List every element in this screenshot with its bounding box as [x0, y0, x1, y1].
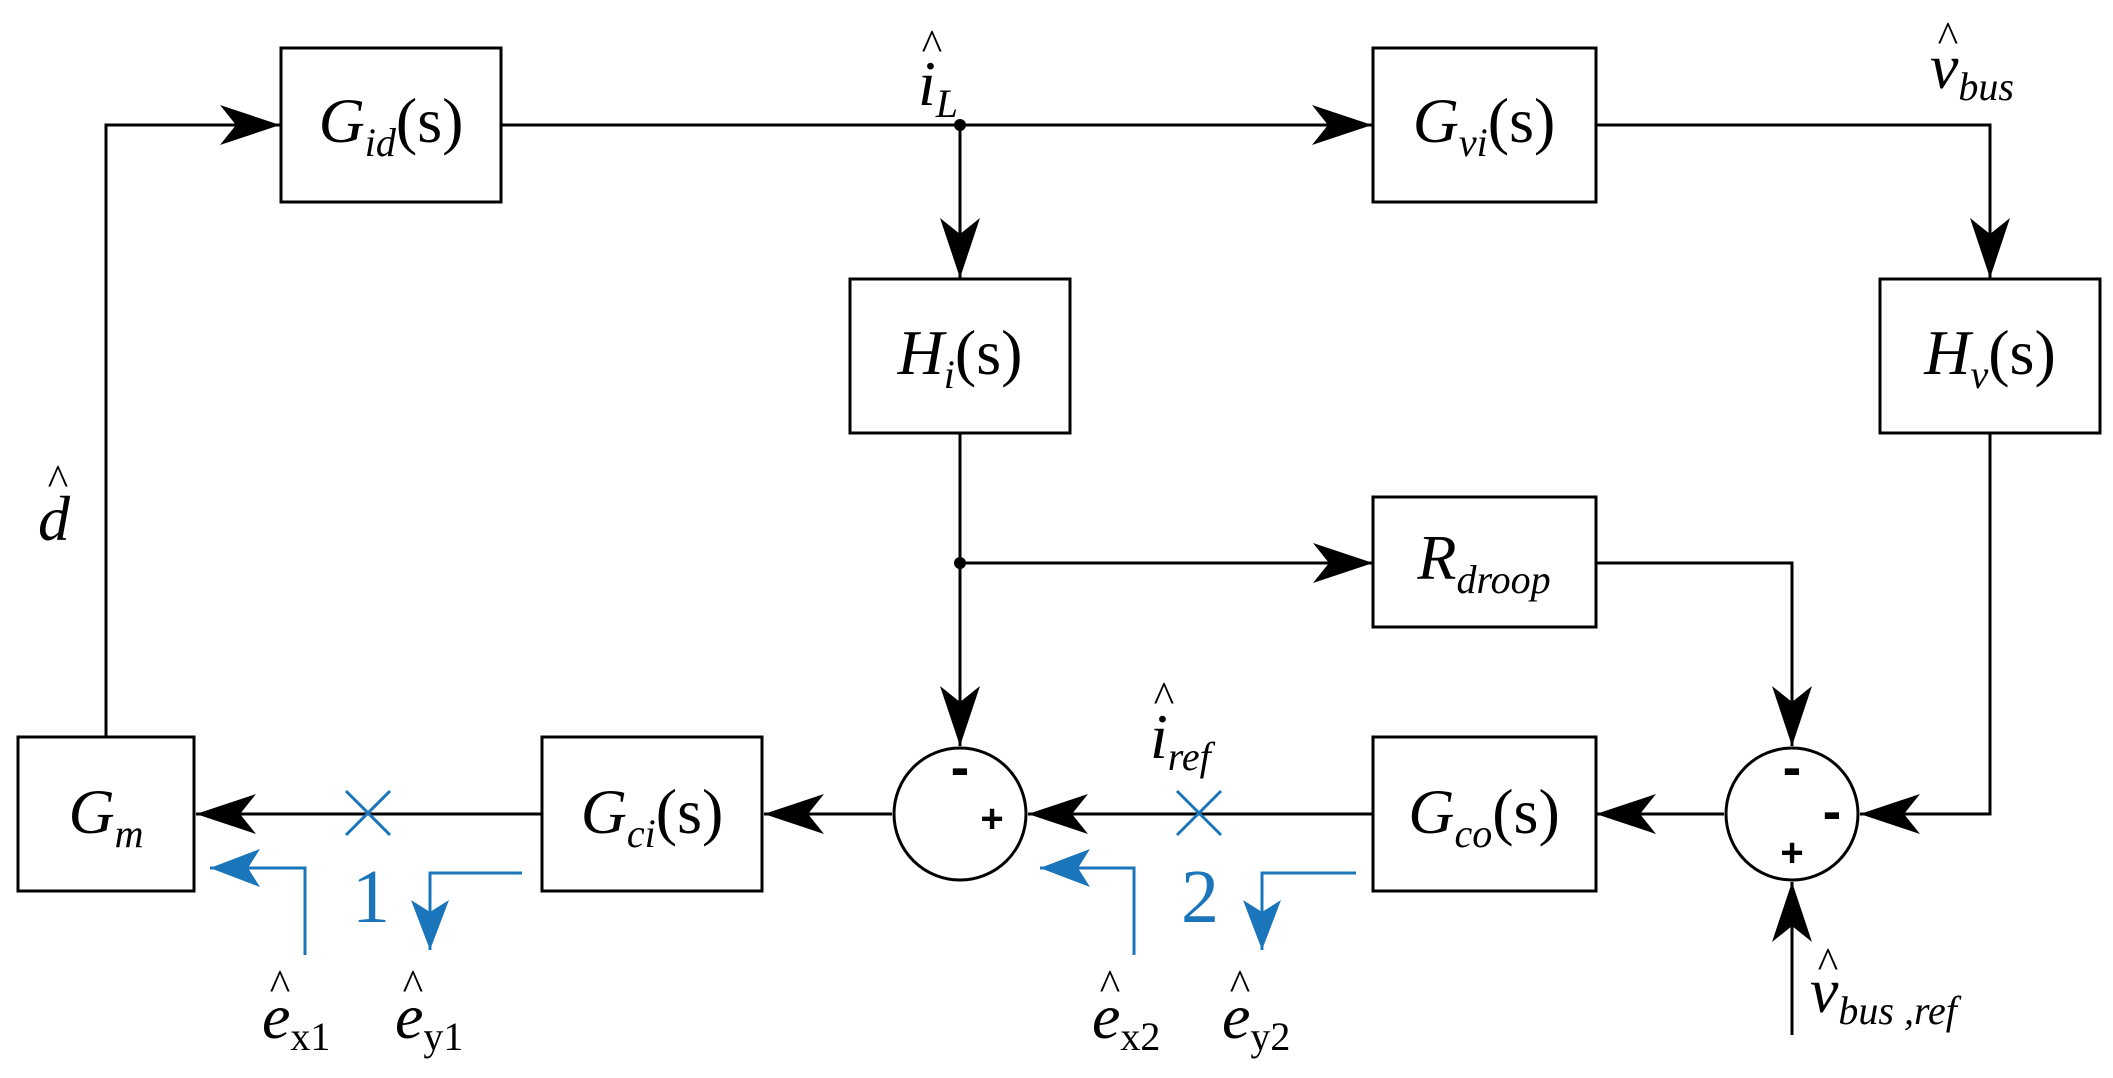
outer-minus-right-sign: -	[1823, 779, 1842, 842]
label-d: d	[38, 483, 71, 554]
gm-symbol: G	[68, 776, 114, 847]
outer-minus-top-sign: -	[1783, 735, 1802, 798]
signal-wires	[104, 105, 2010, 1035]
label-vbusref: vbus ,ref	[1810, 955, 1962, 1033]
svg-text:Gm: Gm	[68, 776, 143, 856]
gci-subscript: ci	[627, 811, 656, 856]
hv-symbol: H	[1923, 317, 1974, 388]
gvi-symbol: G	[1413, 85, 1459, 156]
branch-node-il	[954, 119, 966, 131]
gvi-subscript: vi	[1459, 120, 1488, 165]
wire-hv-to-junction	[1860, 433, 1992, 834]
wire-gm-to-gid	[104, 105, 280, 736]
hv-argument: (s)	[1988, 317, 2056, 388]
block-gvi: Gvi(s)	[1371, 46, 1598, 204]
break-point-1: 1	[210, 789, 522, 955]
block-hi: Hi(s)	[848, 277, 1072, 435]
hi-symbol: H	[897, 317, 948, 388]
label-il: iL	[918, 48, 958, 126]
break-number-1: 1	[352, 855, 390, 939]
hi-subscript: i	[944, 352, 955, 397]
inner-minus-sign: -	[951, 735, 970, 798]
label-ex1: ex1	[262, 981, 330, 1059]
hat-ey2: ^	[1230, 961, 1251, 1010]
break-cross-2	[1175, 789, 1223, 837]
break-cross-1	[344, 789, 392, 837]
rdroop-symbol: R	[1416, 522, 1456, 593]
label-ey1: ey1	[395, 981, 463, 1059]
svg-text:Gco(s): Gco(s)	[1408, 776, 1560, 856]
block-gm: Gm	[16, 735, 196, 893]
gvi-argument: (s)	[1488, 85, 1556, 156]
block-gid: Gid(s)	[279, 46, 503, 204]
block-hv: Hv(s)	[1878, 277, 2102, 435]
hi-argument: (s)	[955, 317, 1023, 388]
summing-junction-inner: - +	[892, 735, 1028, 882]
label-ey2: ey2	[1222, 981, 1290, 1059]
gid-symbol: G	[319, 85, 365, 156]
wire-gvi-to-hv	[1596, 123, 2010, 278]
label-vbus: vbus	[1930, 31, 2014, 109]
break-number-2: 2	[1181, 855, 1219, 939]
gci-symbol: G	[581, 776, 627, 847]
svg-text:Hv(s): Hv(s)	[1923, 317, 2056, 397]
gco-argument: (s)	[1492, 776, 1560, 847]
hv-subscript: v	[1970, 352, 1988, 397]
hat-il: ^	[922, 21, 943, 70]
branch-node-hi	[954, 557, 966, 569]
gco-symbol: G	[1408, 776, 1454, 847]
svg-text:Gvi(s): Gvi(s)	[1413, 85, 1556, 165]
svg-text:Rdroop: Rdroop	[1416, 522, 1550, 602]
gid-subscript: id	[365, 120, 397, 165]
block-gco: Gco(s)	[1371, 735, 1598, 893]
wire-rdroop-to-junction	[1596, 561, 1812, 746]
gco-subscript: co	[1454, 811, 1492, 856]
gid-argument: (s)	[396, 85, 464, 156]
hat-ey1: ^	[403, 961, 424, 1010]
svg-text:Gci(s): Gci(s)	[581, 776, 724, 856]
gci-argument: (s)	[656, 776, 724, 847]
outer-plus-bottom-sign: +	[1780, 831, 1803, 875]
break-point-2: 2	[1040, 789, 1356, 955]
arrow-ey1	[411, 871, 522, 950]
summing-junction-outer: - - +	[1724, 735, 1860, 882]
gm-subscript: m	[115, 811, 144, 856]
hat-ex2: ^	[1100, 961, 1121, 1010]
label-iref: iref	[1150, 701, 1216, 779]
inner-plus-sign: +	[980, 797, 1003, 841]
label-ex2: ex2	[1092, 981, 1160, 1059]
rdroop-subscript: droop	[1457, 557, 1551, 602]
svg-text:Hi(s): Hi(s)	[897, 317, 1023, 397]
block-rdroop: Rdroop	[1371, 495, 1598, 629]
hat-ex1: ^	[270, 961, 291, 1010]
block-gci: Gci(s)	[540, 735, 764, 893]
hat-iref: ^	[1154, 673, 1175, 722]
arrow-ex2	[1040, 849, 1136, 955]
svg-text:Gid(s): Gid(s)	[319, 85, 464, 165]
hat-d: ^	[48, 456, 69, 505]
hat-vbusref: ^	[1818, 939, 1839, 988]
arrow-ey2	[1243, 871, 1356, 950]
hat-vbus: ^	[1938, 13, 1959, 62]
arrow-ex1	[210, 849, 307, 955]
